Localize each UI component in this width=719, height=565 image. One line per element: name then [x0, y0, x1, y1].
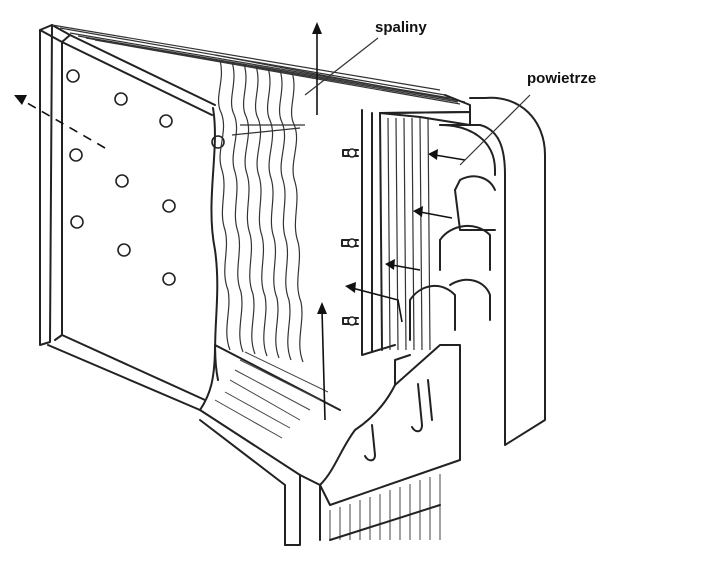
label-air: powietrze — [527, 70, 596, 87]
air-arrows — [385, 149, 466, 271]
top-plate-stack — [69, 32, 471, 114]
left-frame — [39, 24, 446, 411]
leader-lines — [304, 37, 531, 166]
right-plate-block — [361, 109, 471, 356]
bolts — [341, 148, 359, 326]
label-exhaust: spaliny — [375, 19, 427, 36]
dashed-outflow-arrow — [14, 95, 106, 149]
wavy-plates — [210, 59, 305, 381]
exhaust-arrows — [312, 22, 403, 421]
bottom-base — [199, 344, 461, 546]
rear-plate-holes — [66, 69, 225, 286]
air-ducts — [409, 96, 546, 446]
